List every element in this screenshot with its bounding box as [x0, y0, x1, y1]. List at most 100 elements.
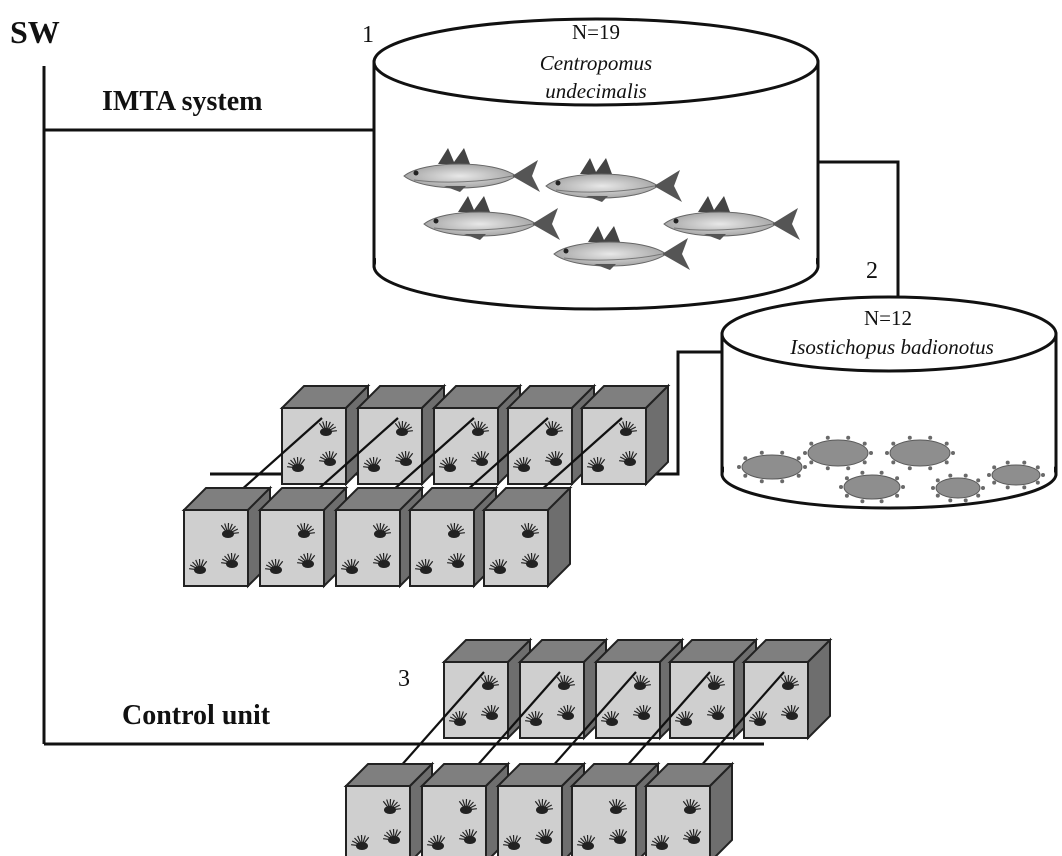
- sea-urchin-icon: [449, 710, 468, 726]
- cage-connector: [229, 417, 323, 501]
- imta-cage-array: [181, 383, 671, 589]
- sea-urchin-icon: [545, 450, 564, 466]
- cage-box: [257, 485, 349, 589]
- sea-urchin-icon: [480, 674, 499, 690]
- sea-urchin-icon: [459, 828, 478, 844]
- sea-urchin-icon: [297, 552, 316, 568]
- sea-urchin-icon: [363, 456, 382, 472]
- fish-icon: [663, 196, 800, 240]
- cage-box: [181, 485, 273, 589]
- sea-urchin-icon: [382, 798, 401, 814]
- cage-connector: [691, 671, 785, 777]
- sea-urchin-icon: [781, 704, 800, 720]
- sea-urchin-icon: [221, 552, 240, 568]
- sea-urchin-icon: [544, 420, 563, 436]
- cage-box: [419, 761, 511, 856]
- sea-urchin-icon: [220, 522, 239, 538]
- sea-cucumber-group: [737, 435, 1045, 504]
- tank-1-number: 1: [362, 22, 374, 48]
- sea-urchin-icon: [780, 674, 799, 690]
- fish-icon: [553, 226, 690, 270]
- sea-urchin-icon: [503, 834, 522, 850]
- cage-box: [343, 761, 435, 856]
- cage-box: [355, 383, 447, 487]
- sea-urchin-icon: [609, 828, 628, 844]
- sea-urchin-icon: [319, 450, 338, 466]
- cage-box: [481, 485, 573, 589]
- cage-box: [279, 383, 371, 487]
- sea-urchin-icon: [706, 674, 725, 690]
- sea-urchin-icon: [318, 420, 337, 436]
- sea-urchin-icon: [415, 558, 434, 574]
- cage-connector: [455, 417, 549, 501]
- sea-urchin-icon: [683, 828, 702, 844]
- sea-cucumber-icon: [885, 435, 955, 471]
- sea-urchin-icon: [651, 834, 670, 850]
- fish-icon: [545, 158, 682, 202]
- sea-urchin-icon: [287, 456, 306, 472]
- sea-urchin-icon: [489, 558, 508, 574]
- sea-cucumber-icon: [987, 460, 1045, 490]
- sea-urchin-icon: [446, 522, 465, 538]
- tank-2-species: Isostichopus badionotus: [790, 335, 994, 359]
- sea-urchin-icon: [520, 522, 539, 538]
- fish-icon: [403, 148, 540, 192]
- sea-urchin-icon: [601, 710, 620, 726]
- sea-urchin-icon: [749, 710, 768, 726]
- unit-3-number: 3: [398, 666, 410, 692]
- sea-urchin-icon: [557, 704, 576, 720]
- sea-urchin-icon: [556, 674, 575, 690]
- control-cage-array: [343, 637, 833, 856]
- sea-urchin-icon: [341, 558, 360, 574]
- sea-urchin-icon: [439, 456, 458, 472]
- tank-2-top: [720, 295, 1058, 373]
- cage-box: [579, 383, 671, 487]
- sea-urchin-icon: [675, 710, 694, 726]
- sea-urchin-icon: [427, 834, 446, 850]
- imta-system-label: IMTA system: [102, 86, 263, 117]
- tank-1-species-line-1: Centropomus: [539, 51, 653, 75]
- sea-cucumber-icon: [839, 470, 905, 504]
- tank-1-top: [372, 17, 820, 107]
- sea-urchin-icon: [633, 704, 652, 720]
- sea-urchin-icon: [632, 674, 651, 690]
- sea-urchin-icon: [535, 828, 554, 844]
- sea-urchin-icon: [383, 828, 402, 844]
- sea-urchin-icon: [521, 552, 540, 568]
- sea-urchin-icon: [394, 420, 413, 436]
- fish-icon: [423, 196, 560, 240]
- tank-1: [372, 17, 820, 311]
- tank-1-count: N=19: [571, 20, 620, 44]
- sea-urchin-icon: [458, 798, 477, 814]
- sea-urchin-icon: [351, 834, 370, 850]
- cage-box: [741, 637, 833, 741]
- tank1-to-tank2-line: [818, 160, 900, 302]
- sea-urchin-icon: [682, 798, 701, 814]
- cage-connector: [305, 417, 399, 501]
- tank-2-number: 2: [866, 258, 878, 284]
- fish-group: [403, 148, 800, 270]
- sea-urchin-icon: [513, 456, 532, 472]
- cage-connector: [381, 417, 475, 501]
- sea-urchin-icon: [707, 704, 726, 720]
- sea-urchin-icon: [587, 456, 606, 472]
- sea-urchin-icon: [618, 420, 637, 436]
- sea-urchin-icon: [373, 552, 392, 568]
- cage-connector: [391, 671, 485, 777]
- sea-urchin-icon: [525, 710, 544, 726]
- cage-box: [441, 637, 533, 741]
- cage-connector: [467, 671, 561, 777]
- sea-urchin-icon: [534, 798, 553, 814]
- sea-urchin-icon: [577, 834, 596, 850]
- cage-box: [643, 761, 735, 856]
- sea-urchin-icon: [395, 450, 414, 466]
- cage-box: [333, 485, 425, 589]
- sea-cucumber-icon: [803, 435, 873, 471]
- sw-label: SW: [10, 14, 60, 50]
- sea-urchin-icon: [296, 522, 315, 538]
- sea-urchin-icon: [265, 558, 284, 574]
- tank-2-count: N=12: [863, 306, 912, 330]
- sea-cucumber-icon: [931, 473, 985, 503]
